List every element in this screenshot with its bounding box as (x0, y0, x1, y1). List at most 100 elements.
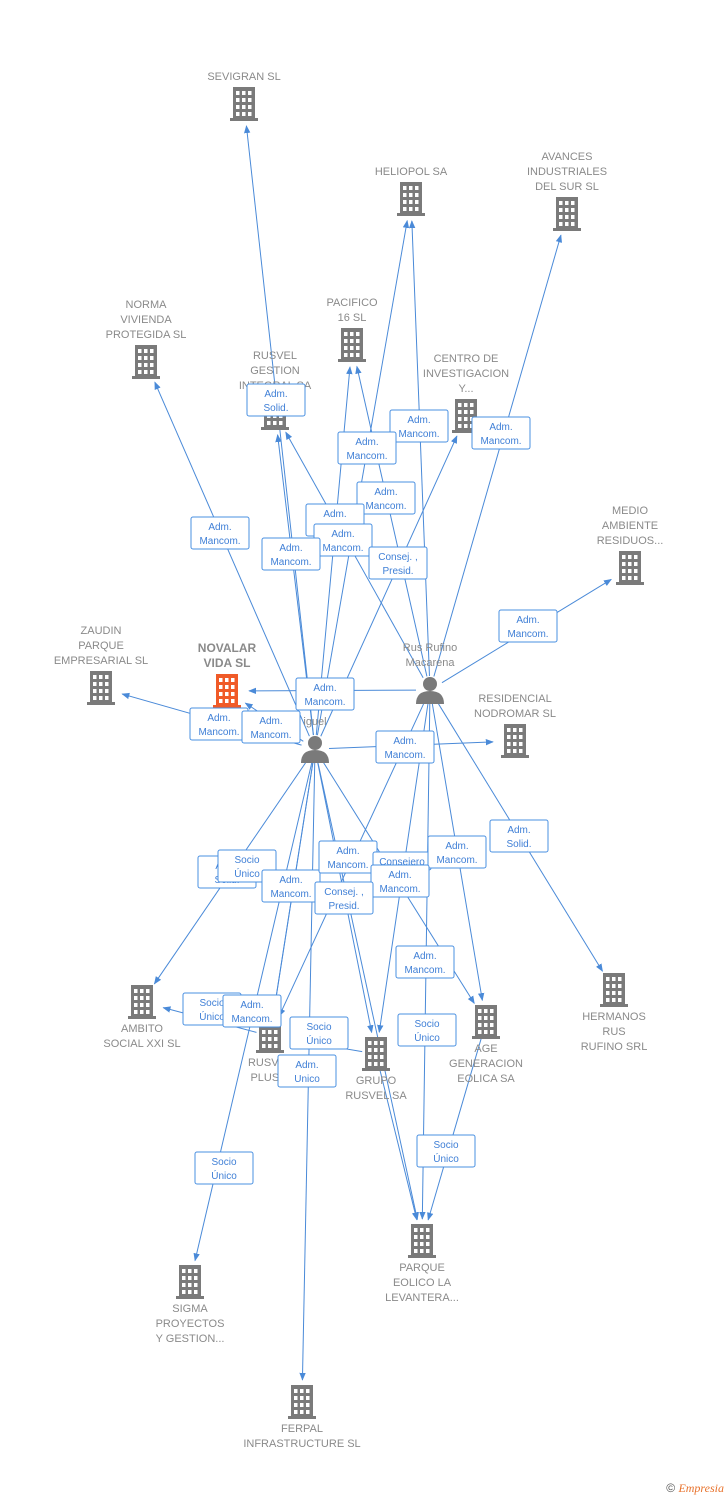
edge-label-text: Único (306, 1034, 332, 1047)
edge-label-text: Mancom. (346, 451, 387, 462)
edge-label-box (375, 730, 435, 764)
node-heliopol[interactable]: HELIOPOL SA (375, 166, 448, 216)
edge-label-text: Mancom. (507, 629, 548, 640)
edge-label-box (397, 1013, 457, 1047)
edge-person2-to-norma (154, 381, 310, 737)
edge-label-box (395, 945, 455, 979)
edge-labels-layer: Adm.Solid.Adm.Mancom.Adm.Mancom.Adm.Manc… (182, 383, 558, 1185)
edge-label-person2-to-centro[interactable]: Consej. ,Presid. (368, 546, 428, 580)
edge-label-box (241, 710, 301, 744)
node-label-line: GRUPO (356, 1075, 397, 1087)
edge-label-text: Adm. (336, 846, 359, 857)
edge-label-rus_rufino-to-hermanos[interactable]: Adm.Solid. (489, 819, 549, 853)
edge-label-grupo_rusvel-to-rusvel_plus[interactable]: Adm.Mancom. (222, 994, 282, 1028)
edge-label-rus_rufino-to-rusvel_plus[interactable]: Adm.Mancom. (261, 869, 321, 903)
edge-label-text: Adm. (295, 1060, 318, 1071)
edge-label-rus_rufino-to-heliopol[interactable]: Adm.Mancom. (389, 409, 449, 443)
edge-rus_rufino-to-pacifico (355, 365, 428, 677)
edge-label-text: Adm. (393, 736, 416, 747)
edge-label-rus_rufino-to-parque[interactable]: Adm. Mancom. (395, 945, 455, 979)
edge-label-rus_rufino-to-pacifico[interactable]: Adm.Mancom. (356, 481, 416, 515)
edge-label-person2-to-heliopol[interactable]: Adm.Mancom. (337, 431, 397, 465)
node-label-line: EMPRESARIAL SL (54, 655, 148, 667)
building-icon (213, 674, 241, 708)
edge-label-rus_rufino-to-medio[interactable]: Adm.Mancom. (498, 609, 558, 643)
edge-rus_rufino-to-heliopol (408, 220, 430, 677)
edge-label-text: Mancom. (270, 889, 311, 900)
node-label-line: EOLICA SA (457, 1073, 515, 1085)
edge-label-text: Adm. (259, 716, 282, 727)
node-label-line: AMBITO (121, 1023, 163, 1035)
edge-label-person2-to-age[interactable]: Adm.Mancom. (370, 864, 430, 898)
node-label-line: NOVALAR (198, 641, 257, 655)
edge-label-rus_rufino-to-novalar[interactable]: Adm.Mancom. (295, 677, 355, 711)
edge-label-box (222, 994, 282, 1028)
edge-label-text: Mancom. (404, 965, 445, 976)
edge-label-person2-to-rusvel_gestion[interactable]: Adm.Mancom. (261, 537, 321, 571)
edge-label-person2-to-residencial[interactable]: Adm. Mancom. (375, 730, 435, 764)
edge-label-person2-to-novalar[interactable]: Adm.Mancom. (241, 710, 301, 744)
node-medio[interactable]: MEDIOAMBIENTERESIDUOS... (597, 505, 664, 585)
edge-label-rus_rufino-to-rusvel_gestion[interactable]: Adm.Mancom. (313, 523, 373, 557)
building-icon (87, 671, 115, 705)
edge-label-text: Adm. (413, 951, 436, 962)
building-icon (397, 182, 425, 216)
edge-label-box (471, 416, 531, 450)
node-label-line: Macarena (406, 657, 456, 669)
node-label-line: INDUSTRIALES (527, 166, 607, 178)
node-label-line: Rus Rufino (403, 642, 457, 654)
edge-label-box (370, 864, 430, 898)
edge-label-text: Solid. (506, 839, 531, 850)
edge-label-person2-to-ferpal[interactable]: Adm.Unico (277, 1054, 337, 1088)
edge-label-text: Mancom. (231, 1014, 272, 1025)
edge-label-person2-to-norma[interactable]: Adm.Mancom. (190, 516, 250, 550)
edge-label-text: Socio (211, 1157, 236, 1168)
building-icon (408, 1224, 436, 1258)
node-label-line: Y... (458, 383, 473, 395)
edge-label-text: Socio (234, 855, 259, 866)
edge-label-rus_rufino-to-age[interactable]: Adm.Mancom. (427, 835, 487, 869)
node-sevigran[interactable]: SEVIGRAN SL (207, 71, 281, 121)
edge-label-person2-to-zaudin[interactable]: Adm.Mancom. (189, 707, 249, 741)
edge-label-text: Mancom. (327, 860, 368, 871)
edge-label-person2-to-grupo_rusvel[interactable]: Adm. Mancom. (318, 840, 378, 874)
edge-label-rus_rufino-to-avances[interactable]: Adm.Mancom. (471, 416, 531, 450)
edge-label-person2-to-parque[interactable]: Consej. ,Presid. (314, 881, 374, 915)
edge-label-box (295, 677, 355, 711)
edge-label-text: Consej. , (378, 552, 417, 563)
edge-label-person2-to-sevigran[interactable]: Adm.Solid. (246, 383, 306, 417)
node-label-line: RESIDUOS... (597, 535, 664, 547)
edge-label-text: Mancom. (384, 750, 425, 761)
edge-label-text: Presid. (328, 901, 359, 912)
edge-label-text: Adm. (313, 683, 336, 694)
building-icon (128, 985, 156, 1019)
building-icon (230, 87, 258, 121)
edge-label-box (261, 537, 321, 571)
edge-grupo_rusvel-to-parque (378, 1067, 419, 1221)
node-label-line: RUFINO SRL (581, 1041, 648, 1053)
building-icon (338, 328, 366, 362)
node-centro[interactable]: CENTRO DEINVESTIGACIONY... (423, 353, 509, 433)
building-icon (501, 724, 529, 758)
edge-label-text: Mancom. (198, 727, 239, 738)
node-label-line: DEL SUR SL (535, 181, 599, 193)
edge-label-box (337, 431, 397, 465)
